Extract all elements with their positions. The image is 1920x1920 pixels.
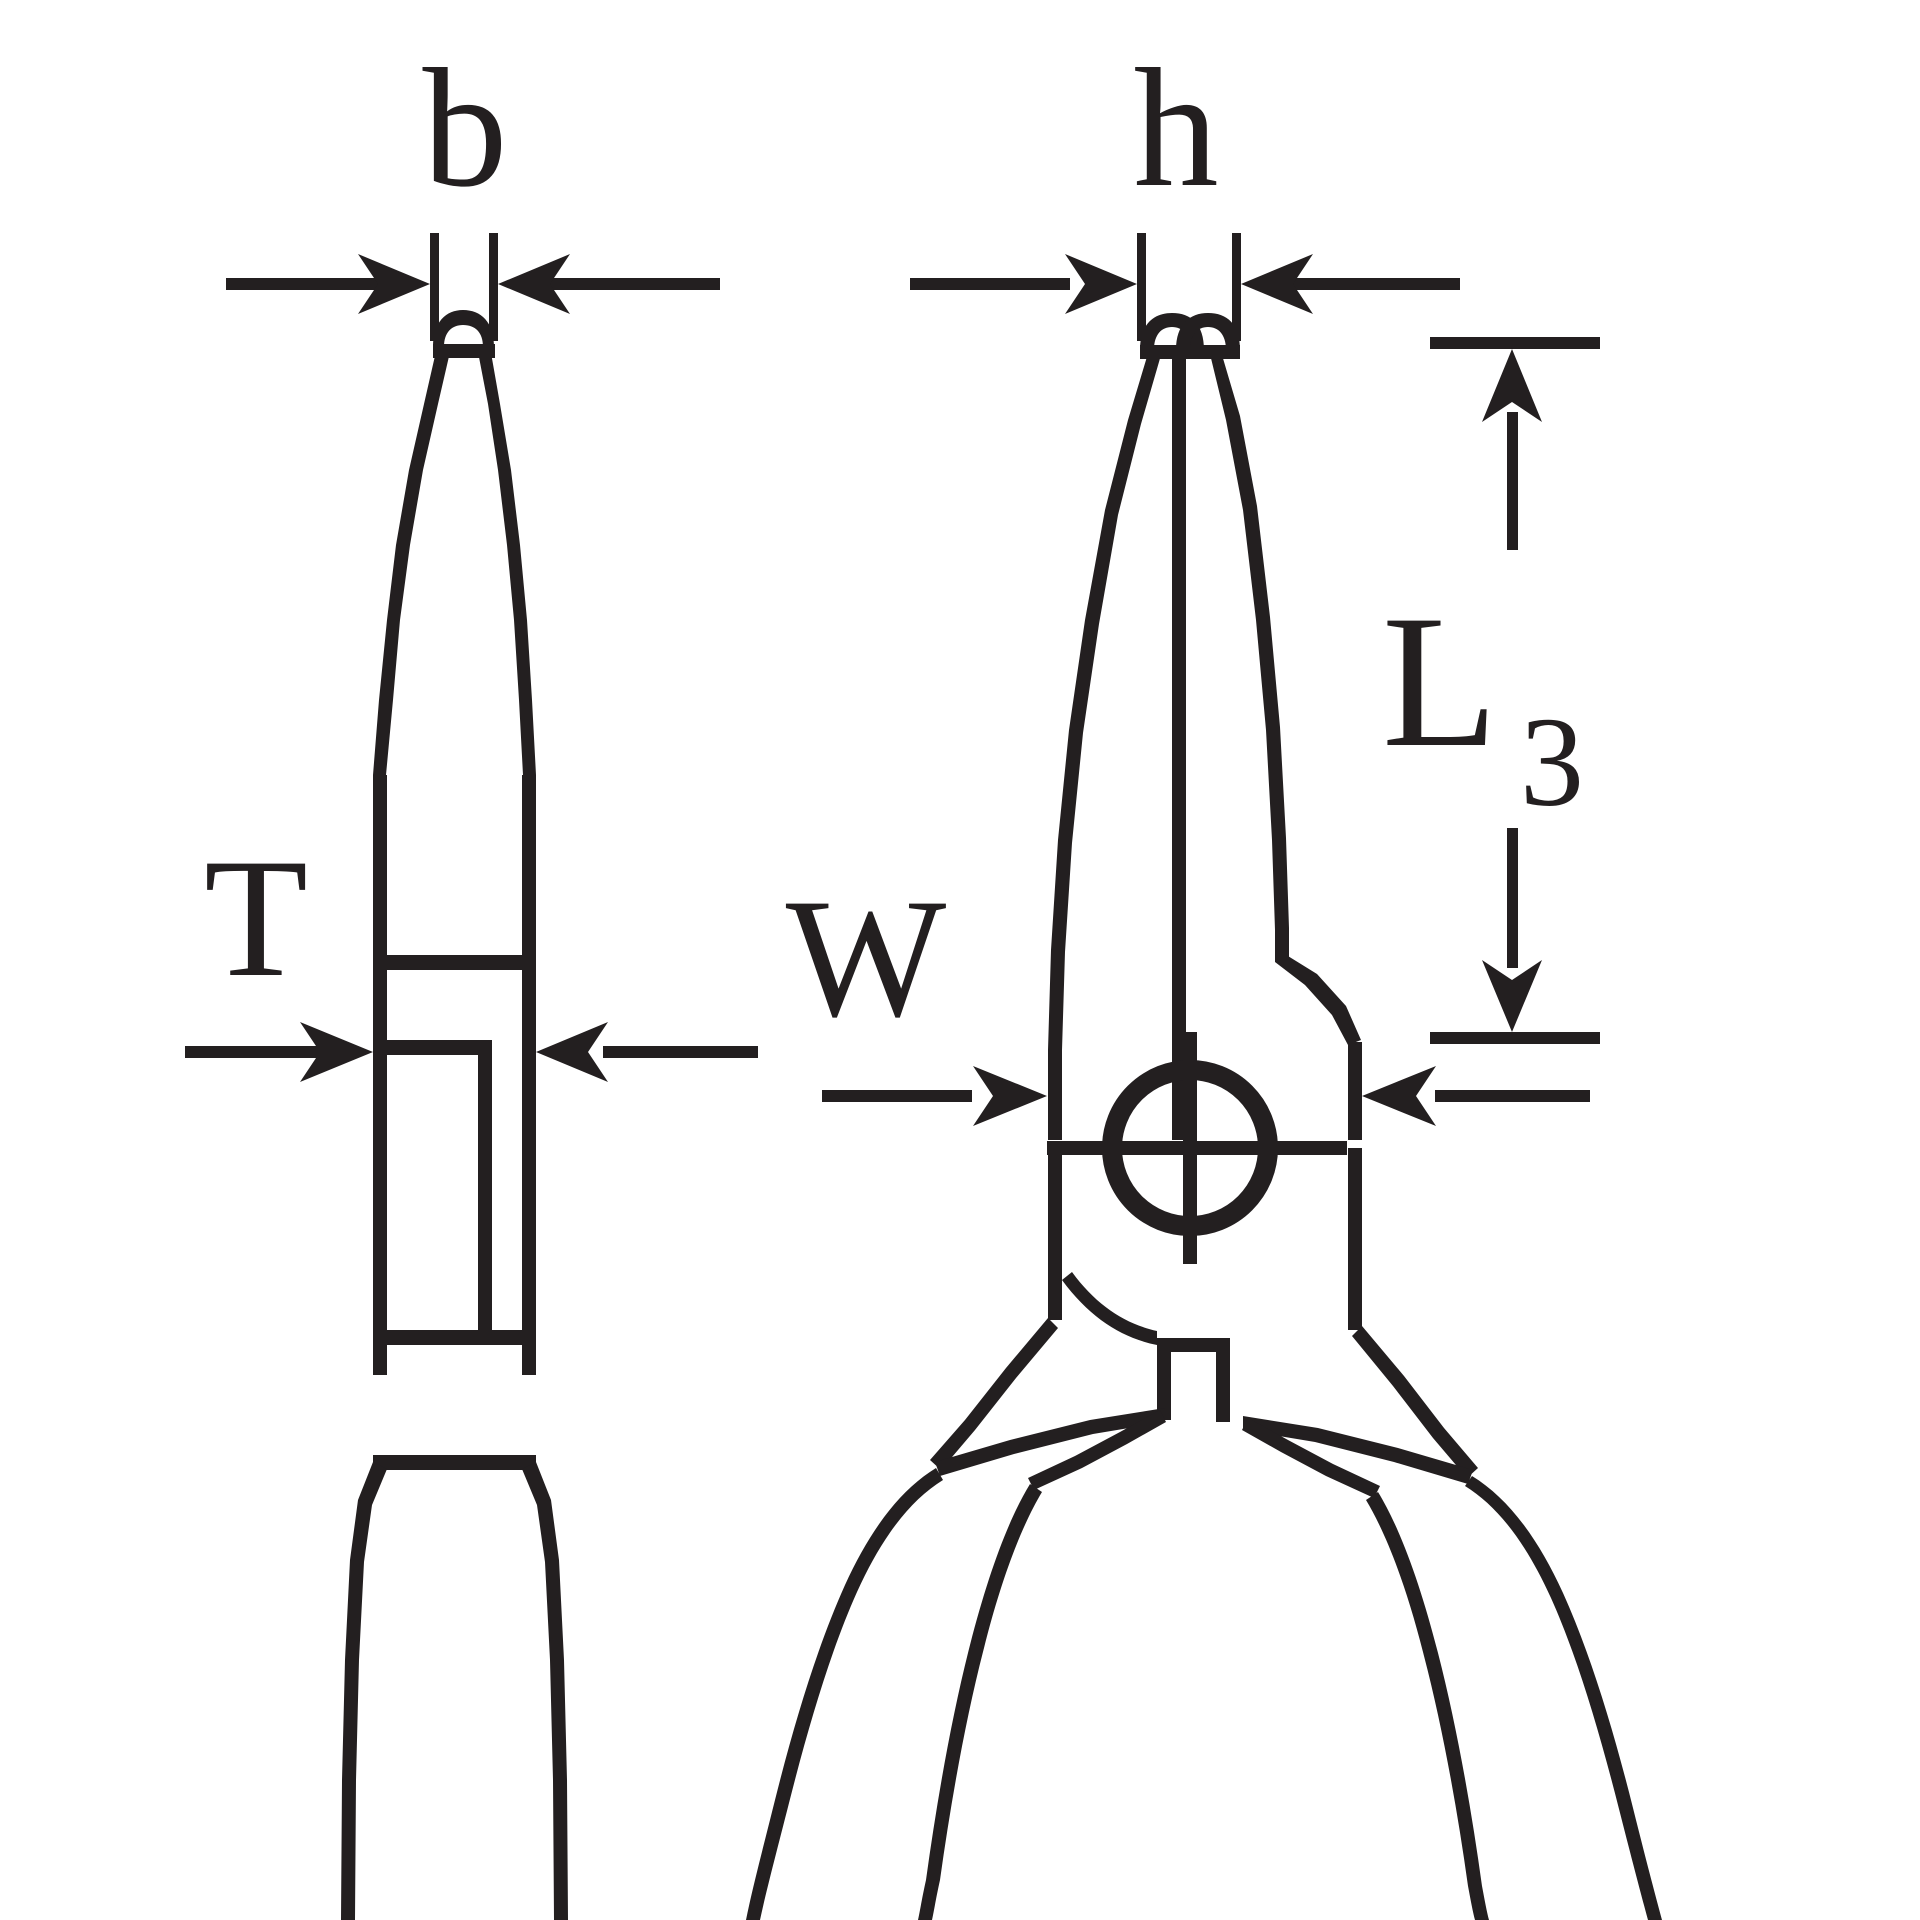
jaw-tip-top-flat xyxy=(433,344,495,358)
head-right-outer-flank xyxy=(1209,350,1289,960)
dim-h-ext-right xyxy=(1232,233,1241,341)
dim-W-arrowhead-right xyxy=(1362,1066,1436,1126)
dim-T-arrowhead-left xyxy=(300,1022,373,1082)
dim-T-leader-left xyxy=(185,1046,330,1058)
dim-W-arrowhead-left xyxy=(973,1066,1047,1126)
handle-left-edge xyxy=(341,1462,387,1920)
jaw-tip-shoulder xyxy=(433,344,495,358)
dim-h-arrowhead-right xyxy=(1241,254,1313,314)
dim-L3-leader-lower xyxy=(1507,828,1518,968)
dim-h-leader-left xyxy=(910,278,1070,290)
jaw-tip-cap xyxy=(433,310,494,347)
joint-step-vertical xyxy=(478,1040,492,1330)
dim-W-leader-right xyxy=(1435,1090,1590,1102)
joint-step-horizontal xyxy=(373,1040,491,1055)
dim-L3-leader-upper xyxy=(1507,412,1518,550)
dim-L3-arrowhead-lower xyxy=(1482,960,1542,1032)
handle-right-upper-edge xyxy=(1352,1326,1478,1478)
dim-b-leader-left xyxy=(226,278,386,290)
dim-L3-ext-lower xyxy=(1430,1032,1600,1044)
joint-bottom-rib xyxy=(373,1455,536,1470)
dim-T-arrowhead-right xyxy=(536,1022,608,1082)
handle-right-edge xyxy=(522,1462,568,1920)
dimension-b: b xyxy=(226,34,720,341)
handle-right-inner-leg xyxy=(1366,1492,1489,1920)
side-profile-view xyxy=(341,310,568,1920)
head-body-right-wall xyxy=(1348,1148,1362,1330)
dim-h-ext-left xyxy=(1137,233,1146,341)
dim-b-label: b xyxy=(423,34,508,222)
dimension-W: W xyxy=(786,864,1590,1126)
handle-right-inner-diagonal xyxy=(1242,1418,1380,1498)
dim-L3-ext-upper xyxy=(1430,337,1600,349)
pivot-crosshair-horizontal xyxy=(1047,1141,1347,1155)
head-body-left-wall xyxy=(1048,1148,1062,1320)
head-tip-cap-right xyxy=(1176,313,1240,350)
dim-b-ext-left xyxy=(430,233,439,341)
jaw-left-flank xyxy=(373,347,450,775)
dim-b-arrowhead-right xyxy=(498,254,570,314)
dim-W-leader-left xyxy=(822,1090,972,1102)
dim-b-ext-right xyxy=(489,233,498,341)
head-right-step xyxy=(1275,948,1361,1045)
handle-left-outer-leg xyxy=(746,1468,943,1920)
dim-L3-arrowhead-upper xyxy=(1482,349,1542,422)
joint-lower-rib xyxy=(373,1330,536,1345)
handle-left-upper-edge xyxy=(930,1318,1058,1470)
dim-b-arrowhead-left xyxy=(358,254,430,314)
dim-h-leader-right xyxy=(1290,278,1460,290)
centre-tang-top xyxy=(1157,1338,1230,1352)
handle-left-inner-leg xyxy=(918,1484,1042,1920)
joint-upper-rib xyxy=(373,955,536,970)
dim-L3-subscript: 3 xyxy=(1520,691,1584,833)
head-left-outer-flank xyxy=(1048,350,1161,1140)
handle-right-triangle-lower xyxy=(1243,1416,1473,1484)
front-face-view xyxy=(746,313,1662,1920)
dimension-L3: L 3 xyxy=(1382,337,1600,1044)
dimension-h: h xyxy=(910,34,1460,341)
dim-h-label: h xyxy=(1134,34,1219,222)
dim-b-leader-right xyxy=(545,278,720,290)
jaw-gap-line xyxy=(1172,352,1186,1140)
handle-left-triangle-lower xyxy=(935,1408,1165,1476)
handle-right-outer-leg xyxy=(1465,1476,1662,1920)
head-right-lower-wall xyxy=(1348,1042,1362,1140)
joint-left-wall xyxy=(373,775,387,1375)
dim-T-leader-right xyxy=(603,1046,758,1058)
dim-T-label: T xyxy=(204,824,308,1012)
dim-h-arrowhead-left xyxy=(1065,254,1137,314)
dimension-T: T xyxy=(185,824,758,1082)
head-tip-top-flat xyxy=(1140,345,1240,359)
head-notch-left xyxy=(1062,1272,1157,1345)
jaw-right-flank xyxy=(478,347,536,775)
handle-left-inner-diagonal xyxy=(1028,1410,1166,1490)
dim-L3-label: L xyxy=(1382,577,1498,787)
dim-W-label: W xyxy=(786,864,947,1052)
joint-right-wall xyxy=(522,775,536,1375)
